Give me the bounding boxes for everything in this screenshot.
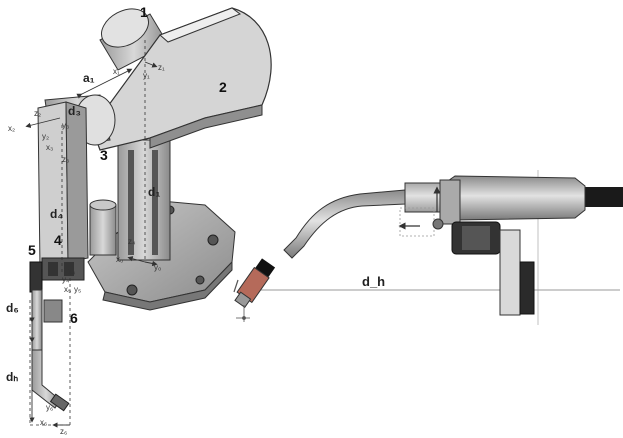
param-a1: a₁ [83, 71, 95, 85]
torch-mount-bracket [451, 221, 535, 316]
frame-z1: z₁ [158, 63, 165, 72]
frame-x5: x₅ [64, 285, 71, 294]
frame-x2: x₂ [8, 124, 15, 133]
frame-z3: z₃ [62, 155, 69, 164]
link-number-4: 4 [54, 232, 62, 248]
frame-z2: z₂ [34, 109, 41, 118]
link-number-3: 3 [100, 147, 108, 163]
frame-y5: y₅ [74, 285, 81, 294]
frame-y4: y₄ [62, 275, 69, 284]
link-2-housing [91, 7, 272, 151]
frame-y3: y₃ [62, 121, 69, 130]
robot-assembly: 1 2 3 4 5 6 a₁ d₁ d₃ d₄ d₆ dₕ x₁ y₁ z₁ x… [6, 4, 272, 436]
link-number-1: 1 [140, 4, 148, 20]
forearm-link-4 [37, 101, 89, 269]
param-d6: d₆ [6, 301, 19, 315]
frame-arrows [25, 61, 158, 428]
param-dh: dₕ [6, 370, 18, 384]
torch-cable [585, 187, 623, 207]
frame-x6: x₆ [40, 418, 47, 427]
frame-x1: x₁ [113, 67, 120, 76]
torch-pivot-knob [432, 218, 444, 230]
frame-y6: y₆ [46, 403, 53, 412]
link-number-5: 5 [28, 242, 36, 258]
param-d4: d₄ [50, 207, 63, 221]
frame-z6: z₆ [60, 427, 67, 436]
torch-gooseneck [283, 189, 406, 259]
link-number-2: 2 [219, 79, 227, 95]
dimension-arrows [29, 68, 133, 423]
tcp-frame-marker [236, 305, 250, 322]
param-d3: d₃ [68, 104, 81, 118]
frame-x0: x₀ [116, 255, 123, 264]
torch-handle [404, 175, 586, 221]
frame-z4: z₄ [128, 237, 135, 246]
torch-side-view: d_h [233, 170, 623, 325]
frame-y0: y₀ [154, 263, 161, 272]
torch-dimension-label: d_h [362, 274, 385, 289]
frame-x4: x₄ [68, 267, 75, 276]
torch-nozzle [234, 258, 276, 309]
param-d1: d₁ [148, 185, 160, 199]
frame-x3: x₃ [46, 143, 53, 152]
base-column [117, 139, 171, 261]
link-number-6: 6 [70, 310, 78, 326]
frame-y2: y₂ [42, 132, 49, 141]
small-torch [29, 261, 70, 412]
base-motor [89, 199, 117, 256]
shoulder-cylinder [99, 8, 169, 71]
frame-y1: y₁ [143, 71, 150, 80]
